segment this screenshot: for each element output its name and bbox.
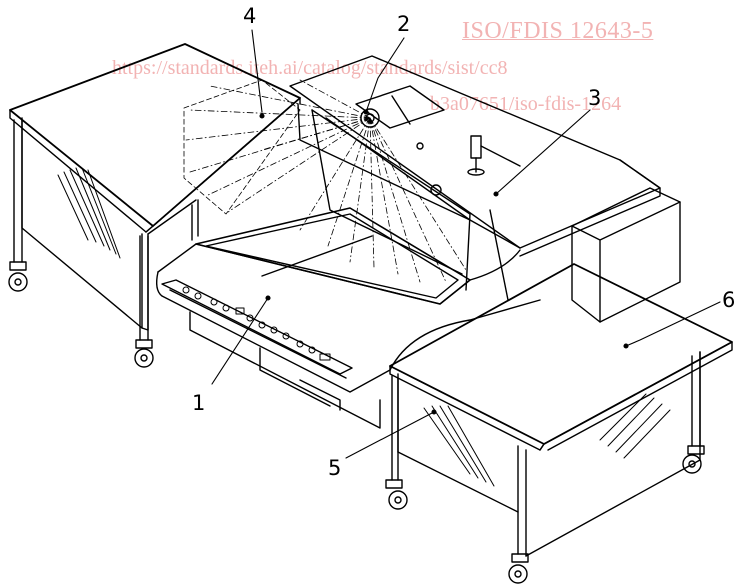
caster-right-front (385, 479, 408, 510)
leader-4 (251, 29, 263, 113)
left-side-table (8, 43, 301, 368)
watermark-title: ISO/FDIS 12643-5 (462, 18, 654, 44)
control-knobs (182, 286, 331, 361)
leader-5 (345, 411, 435, 459)
callout-3: 3 (588, 86, 602, 110)
callout-4: 4 (243, 4, 257, 28)
callout-1: 1 (192, 391, 206, 415)
reflector-outline (183, 79, 301, 215)
light-rays (185, 79, 467, 283)
watermark-url-line1: https://standards.iteh.ai/catalog/standa… (112, 57, 508, 79)
watermark-url-line2: b3a07651/iso-fdis-1264 (430, 93, 622, 115)
callout-2: 2 (397, 12, 411, 36)
viewing-booth-body (155, 55, 681, 429)
callout-5: 5 (328, 456, 342, 480)
signal-tower (467, 135, 521, 176)
caster-right-rear (682, 445, 705, 474)
leader-6 (625, 301, 721, 347)
light-source (355, 85, 445, 196)
caster-left-front (8, 261, 28, 292)
caster-left-rear (134, 339, 154, 368)
leader-lines (211, 29, 721, 459)
leader-1 (211, 297, 269, 385)
right-side-table (385, 263, 733, 584)
callout-6: 6 (722, 288, 736, 312)
leader-3 (495, 109, 591, 195)
caster-right-mid (508, 553, 529, 584)
leader-2 (365, 37, 405, 113)
